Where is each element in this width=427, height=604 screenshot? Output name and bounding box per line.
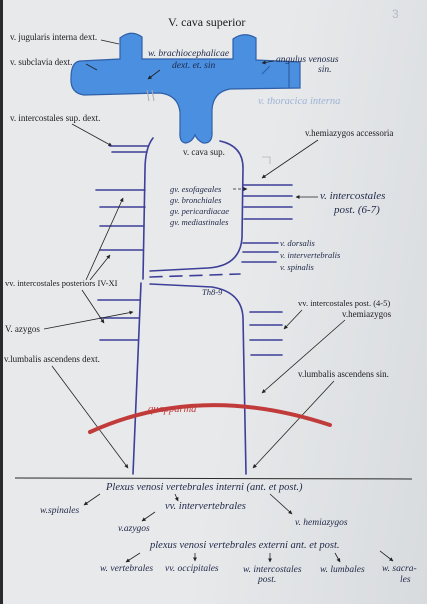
label-cava-sup: v. cava sup. — [183, 147, 225, 157]
arrow-intercostales-iv-xi-middle — [89, 254, 111, 281]
label-hemiazygos: v.hemiazygos — [342, 309, 392, 319]
page-number: 3 — [392, 7, 399, 21]
label-intercostales-4-5: vv. intercostales post. (4-5) — [298, 298, 390, 308]
label-intercostales-iv-xi: vv. intercostales posteriors IV-XI — [5, 278, 118, 288]
note-spinales: w.spinales — [40, 506, 79, 516]
label-intercostales-6-7: v. intercostales — [320, 190, 385, 202]
arrow-intercostales-iv-xi-lower — [81, 289, 105, 324]
label-subclavia: v. subclavia dext. — [10, 57, 72, 67]
arrow-lumbalis-dext — [51, 365, 129, 469]
label-jugularis: v. jugularis interna dext. — [10, 32, 97, 42]
label-intervertebralis: v. intervertebralis — [280, 250, 341, 260]
arrow-to-spinales — [83, 493, 101, 506]
arrow-azygos — [43, 310, 134, 330]
red-arc — [88, 403, 332, 434]
note-hemiazygos: v. hemiazygos — [295, 518, 348, 528]
label-esofageales: gv. esofageales — [170, 184, 222, 194]
hemiazygos-accessoria-line — [149, 140, 244, 272]
diagram-title: V. cava superior — [168, 15, 245, 29]
note-occipitales: vv. occipitales — [165, 564, 219, 574]
note-intercostales: w. intercostales — [243, 565, 302, 575]
faint-tick-marks — [146, 89, 155, 102]
note-plexus-externi: plexus venosi vertebrales externi ant. e… — [149, 540, 340, 551]
label-red-arc: quapparma — [148, 404, 196, 415]
note-intervertebrales: vv. intervertebrales — [165, 501, 246, 512]
right-intercostal-veins — [241, 184, 293, 356]
label-th-level: Th8-9 — [202, 287, 223, 297]
note-plexus-interni: Plexus venosi vertebrales interni (ant. … — [105, 482, 303, 493]
label-angulus-venosus: angulus venosus — [276, 55, 339, 65]
note-sacrales-end: les — [400, 575, 411, 585]
label-lumbalis-dext: v.lumbalis ascendens dext. — [4, 354, 100, 364]
label-angulus-side: sin. — [318, 65, 331, 75]
note-lumbales: w. lumbales — [320, 565, 365, 575]
label-spinalis: v. spinalis — [280, 262, 315, 272]
note-sacrales: w. sacra- — [382, 564, 417, 574]
arrow-hemiazygos-accessoria — [261, 139, 319, 179]
arrow-jugularis — [100, 39, 120, 45]
label-lumbalis-sin: v.lumbalis ascendens sin. — [298, 369, 389, 379]
arrow-to-intervertebrales — [174, 493, 179, 502]
arrow-lumbalis-sin — [252, 380, 335, 469]
label-dorsalis: v. dorsalis — [280, 238, 315, 248]
note-vertebrales: w. vertebrales — [100, 564, 153, 574]
superior-vena-cava-shape — [70, 32, 301, 144]
label-bronchiales: gv. bronchiales — [170, 195, 222, 205]
divider-line — [14, 477, 413, 480]
angle-mark — [261, 65, 271, 75]
arrow-intercostales-sup — [71, 123, 113, 147]
azygos-lower-line — [132, 282, 142, 475]
label-mediastinales: gv. mediastinales — [170, 217, 229, 227]
label-brachiocephalicae-sides: dext. et. sin — [172, 61, 216, 71]
label-brachiocephalicae: w. brachiocephalicae — [148, 49, 229, 59]
dashed-crossing-line — [149, 273, 241, 278]
label-azygos: V. azygos — [5, 324, 40, 334]
arrow-intercostales-4-5 — [283, 309, 303, 330]
azygos-upper-line — [142, 137, 154, 280]
arrow-hemiazygos — [261, 319, 346, 394]
arrow-to-vertebrales — [125, 552, 141, 563]
label-hemiazygos-accessoria: v.hemiazygos accessoria — [305, 128, 393, 138]
arrow-to-lumbales — [334, 552, 341, 563]
arrow-to-sacrales — [379, 550, 394, 562]
arrow-to-azygos — [141, 511, 156, 522]
arrow-subclavia — [85, 63, 98, 71]
left-intercostal-veins — [95, 145, 149, 341]
label-thoracica-interna: v. thoracica interna — [258, 96, 340, 107]
note-intercostales-post: post. — [257, 575, 276, 585]
arrow-intercostales-iv-xi-upper — [85, 197, 124, 281]
note-azygos: v.azygos — [118, 524, 150, 534]
label-intercostales-6-7-range: post. (6-7) — [333, 204, 380, 216]
label-pericardiacae: gv. pericardiacae — [170, 206, 229, 216]
hemiazygos-line — [149, 283, 247, 475]
label-intercostales-sup: v. intercostales sup. dext. — [10, 113, 100, 123]
arrow-angulus — [261, 60, 275, 65]
arrow-to-hemiazygos — [269, 493, 293, 515]
faint-corner-mark — [262, 156, 271, 164]
arrow-brachiocephalicae — [147, 69, 161, 80]
